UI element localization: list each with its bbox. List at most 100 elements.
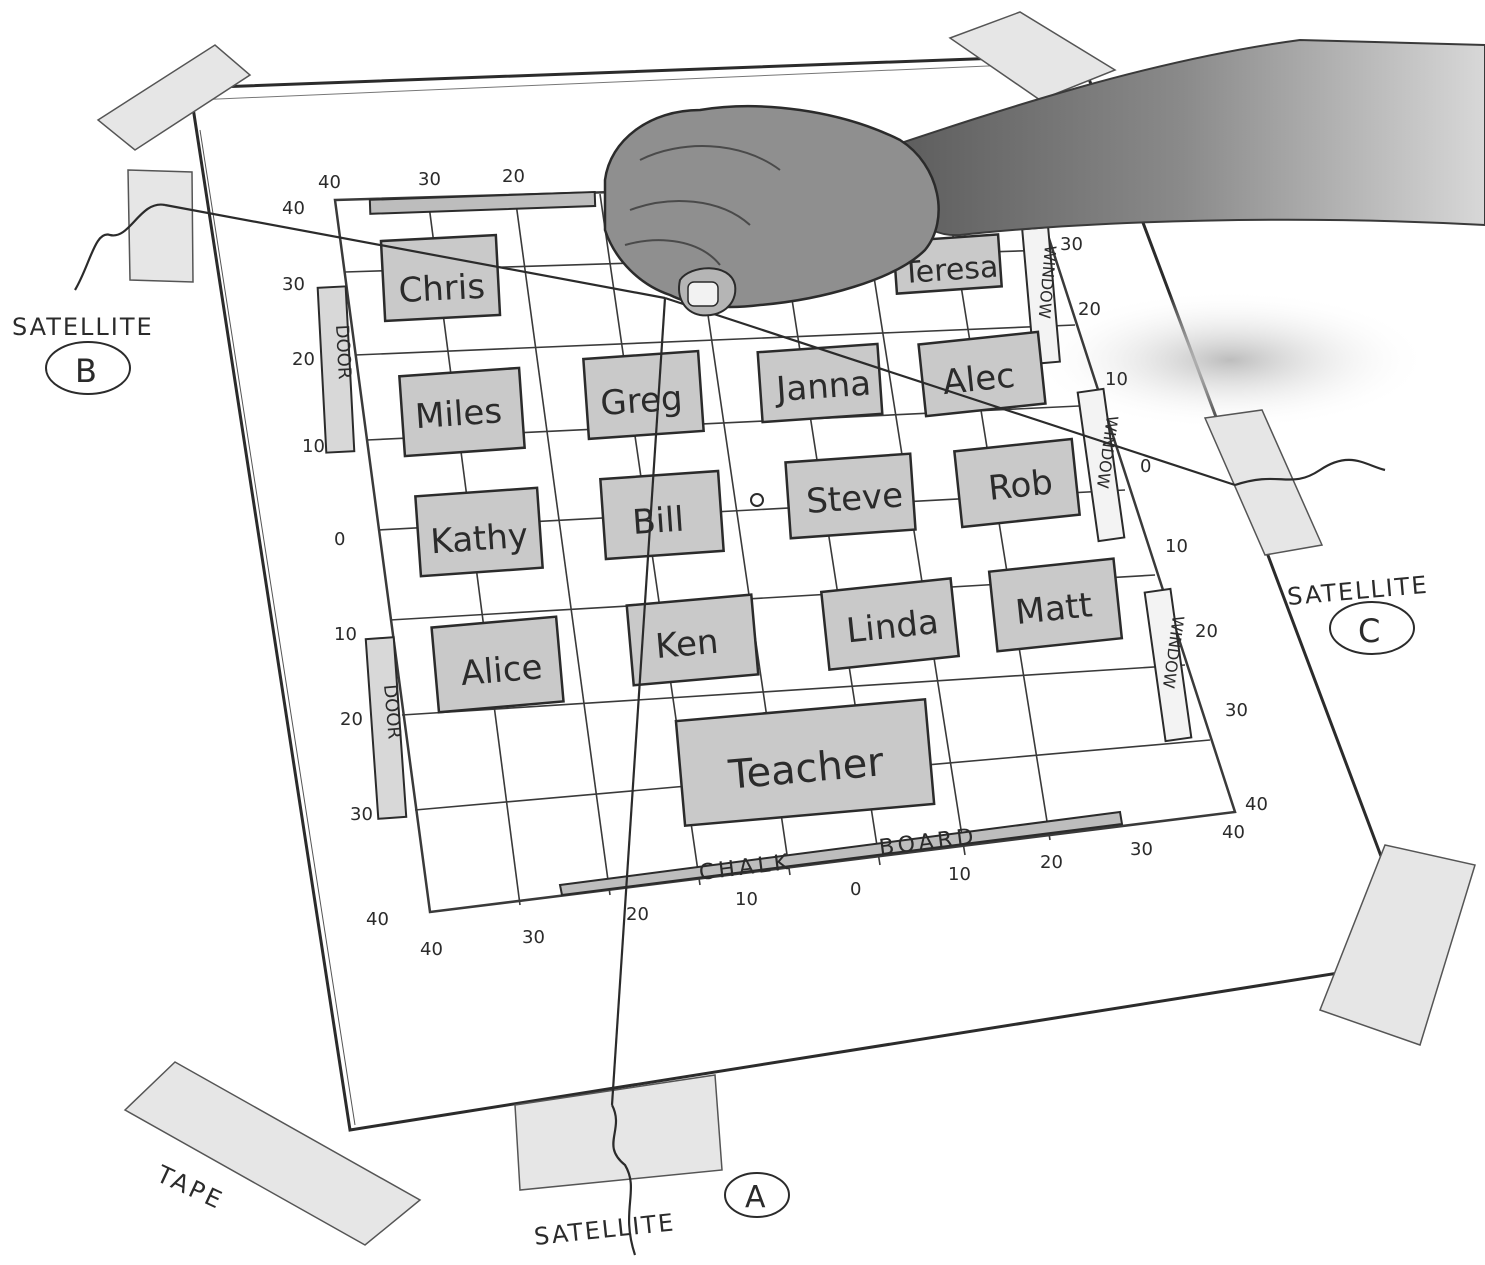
bottom-axis-10b: 10: [948, 864, 971, 885]
desk-steve: Steve: [784, 452, 917, 540]
satellite-b-title: SATELLITE: [12, 313, 154, 341]
door-bottom: [364, 636, 408, 820]
string-b: [164, 203, 666, 300]
bottom-axis-0: 0: [850, 879, 861, 900]
bottom-axis-20: 20: [626, 904, 649, 925]
desk-ken: Ken: [625, 593, 760, 687]
desk-greg: Greg: [582, 349, 705, 441]
right-axis-10b: 10: [1165, 536, 1188, 557]
top-axis-20: 20: [502, 166, 525, 187]
svg-text:Miles: Miles: [414, 391, 503, 437]
satellite-b-circle: [45, 341, 131, 395]
tape-right: [1203, 409, 1324, 556]
satellite-c-title: SATELLITE: [1286, 571, 1430, 611]
svg-text:Janna: Janna: [773, 363, 872, 410]
tape-bottom-left: [123, 1061, 422, 1246]
hand: [603, 105, 940, 309]
right-axis-40: 40: [1245, 794, 1268, 815]
tape-bottom-right: [1319, 844, 1476, 1046]
svg-text:Steve: Steve: [805, 475, 904, 522]
chalkboard: [558, 810, 1124, 897]
bottom-axis-20b: 20: [1040, 852, 1063, 873]
door-bottom-label: DOOR: [379, 684, 405, 740]
tape-top-right: [948, 11, 1117, 101]
top-axis-30: 30: [418, 169, 441, 190]
desk-teacher: Teacher: [674, 697, 936, 828]
right-axis-20: 20: [1078, 299, 1101, 320]
left-axis-0: 0: [334, 529, 345, 550]
svg-text:Matt: Matt: [1014, 585, 1095, 633]
satellite-a-circle: [724, 1172, 790, 1218]
top-shelf: [368, 190, 597, 215]
satellite-c: SATELLITE C: [1286, 571, 1430, 655]
desk-chris: Chris: [379, 233, 502, 323]
string-b-loose: [74, 203, 166, 291]
bottom-axis-30b: 30: [1130, 839, 1153, 860]
desk-miles: Miles: [398, 366, 526, 458]
thumbnail: [687, 281, 719, 307]
string-c: [664, 296, 1236, 487]
origin-marker: [750, 493, 764, 507]
window-2: [1076, 387, 1126, 543]
svg-text:Ken: Ken: [654, 622, 720, 667]
satellite-b: SATELLITE B: [12, 313, 154, 395]
hand-shadow: [1030, 290, 1430, 430]
svg-text:Linda: Linda: [844, 602, 940, 651]
right-axis-30: 30: [1060, 234, 1083, 255]
desk-alec: Alec: [917, 330, 1047, 418]
satellite-c-letter: C: [1358, 612, 1380, 650]
string-c-loose: [1234, 458, 1386, 487]
desk-kathy: Kathy: [414, 486, 544, 578]
window-3: [1143, 587, 1193, 743]
desk-bill: Bill: [599, 469, 725, 561]
svg-text:Rob: Rob: [986, 462, 1054, 509]
left-axis-30b: 30: [350, 804, 373, 825]
svg-text:Bill: Bill: [631, 500, 685, 544]
left-axis-20b: 20: [340, 709, 363, 730]
right-axis-20b: 20: [1195, 621, 1218, 642]
svg-text:Alec: Alec: [941, 356, 1017, 403]
left-axis-20: 20: [292, 349, 315, 370]
desk-janna: Janna: [756, 342, 884, 424]
tapes: [96, 11, 1476, 1246]
tape-left: [127, 169, 194, 283]
left-axis-40: 40: [282, 198, 305, 219]
right-axis-30b: 30: [1225, 700, 1248, 721]
strings: [74, 203, 1386, 1256]
satellite-b-letter: B: [75, 352, 97, 390]
desk-matt: Matt: [987, 557, 1124, 653]
svg-text:Alice: Alice: [459, 647, 544, 694]
desk-linda: Linda: [819, 577, 961, 671]
satellite-a-title: SATELLITE: [533, 1208, 677, 1251]
bottom-axis-40: 40: [420, 939, 443, 960]
tape-top-left: [96, 44, 252, 151]
satellite-a-letter: A: [745, 1180, 766, 1215]
bottom-axis-10: 10: [735, 889, 758, 910]
left-axis-10: 10: [302, 436, 325, 457]
arm: [878, 38, 1485, 237]
bottom-axis-30: 30: [522, 927, 545, 948]
door-top: [316, 285, 356, 454]
hand-and-arm: [603, 38, 1485, 317]
bottom-axis-40b: 40: [1222, 822, 1245, 843]
desk-alice: Alice: [430, 615, 565, 714]
string-a-loose: [611, 1104, 637, 1256]
left-axis-30: 30: [282, 274, 305, 295]
left-axis-40b: 40: [366, 909, 389, 930]
svg-text:Greg: Greg: [599, 378, 684, 424]
axis-labels: 40 30 20 40 30 20 10 0 10 20 30 40 40 30…: [282, 166, 1268, 960]
tape-bottom-center: [514, 1074, 723, 1191]
right-axis-0: 0: [1140, 456, 1151, 477]
string-a: [610, 297, 667, 1106]
right-axis-10: 10: [1105, 369, 1128, 390]
satellite-c-circle: [1329, 601, 1415, 655]
svg-text:Kathy: Kathy: [429, 516, 529, 563]
door-top-label: DOOR: [331, 324, 355, 380]
left-axis-10b: 10: [334, 624, 357, 645]
top-axis-40: 40: [318, 172, 341, 193]
svg-text:Chris: Chris: [398, 267, 486, 311]
desks: Chris Teresa Miles Greg Janna Alec Kathy: [379, 233, 1124, 828]
desk-rob: Rob: [952, 437, 1082, 529]
